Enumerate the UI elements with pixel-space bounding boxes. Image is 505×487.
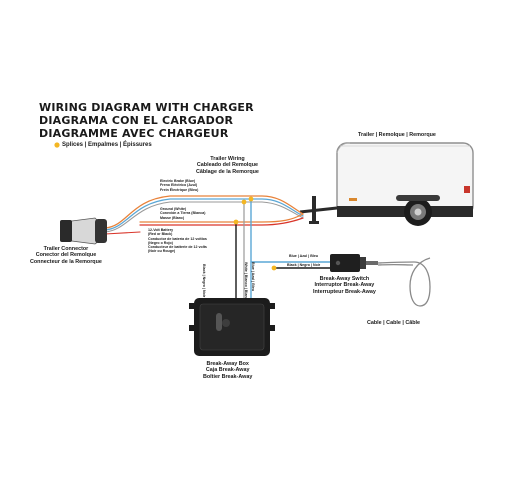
trailer-label: Trailer | Remolque | Remorque: [358, 132, 436, 138]
trailer-connector-plug: [60, 217, 107, 245]
trailer-connector-label: Trailer Connector Conector del Remolque …: [30, 246, 102, 265]
trailer-wiring-lines: [104, 195, 331, 299]
cable-graphic: [377, 257, 431, 307]
splice-dots: [54, 142, 277, 271]
breakaway-box-graphic: [189, 298, 275, 356]
ground-label: Ground (White) Conexión a Tierra (Blanca…: [160, 207, 206, 220]
breakaway-switch-graphic: [330, 254, 378, 272]
black-wire-label: Black | Negro | Noir: [287, 263, 321, 267]
legend-label: Splices | Empalmes | Épissures: [62, 142, 152, 148]
electric-brake-label: Electric Brake (Blue) Freno Eléctrico (A…: [160, 179, 199, 192]
title-english: WIRING DIAGRAM WITH CHARGER: [39, 101, 254, 114]
vertical-wire-black-label: Black | Negro | Noir: [202, 264, 206, 298]
vertical-wire-white-label: White | Blanco | Blanc: [244, 262, 248, 300]
title-spanish: DIAGRAMA CON EL CARGADOR: [39, 114, 234, 127]
breakaway-box-label: Break-Away Box Caja Break-Away Boîtier B…: [203, 361, 253, 380]
trailer-wiring-label: Trailer Wiring Cableado del Remolque Câb…: [196, 156, 259, 175]
vertical-wire-blue-label: Blue | Azul | Bleu: [251, 262, 255, 292]
blue-wire-label: Blue | Azul | Bleu: [289, 254, 319, 258]
cable-label: Cable | Cable | Câble: [367, 320, 421, 326]
trailer-graphic: [299, 142, 474, 226]
legend-splice-icon: [54, 142, 60, 148]
breakaway-switch-label: Break-Away Switch Interruptor Break-Away…: [313, 276, 376, 295]
title-french: DIAGRAMME AVEC CHARGEUR: [39, 127, 229, 140]
battery-label: 12-Volt Battery (Red or Black) Conductor…: [148, 228, 207, 254]
